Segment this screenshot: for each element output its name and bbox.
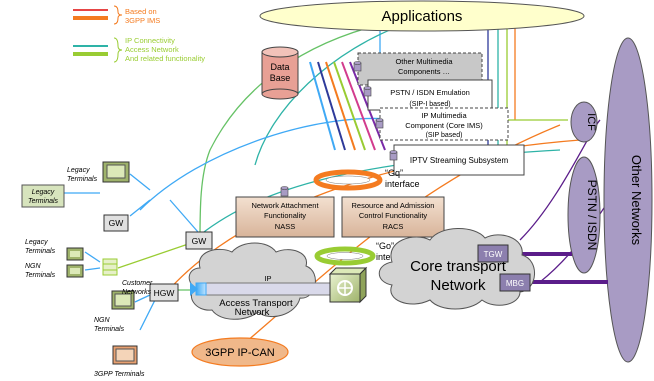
gw-left-label: GW xyxy=(109,218,124,228)
legend-green-label-3: And related functionality xyxy=(125,54,205,63)
other-networks-label: Other Networks xyxy=(629,155,644,246)
database-label-2: Base xyxy=(270,73,291,83)
customer-label-2: Networks xyxy=(122,289,152,296)
pstn-emulation-label-1: PSTN / ISDN Emulation xyxy=(390,88,470,97)
ngn-bottom-label-2: Terminals xyxy=(94,326,125,333)
go-label-1: “Go” xyxy=(376,241,394,251)
ngn-left-label-1: NGN xyxy=(25,263,42,270)
ipmm-label-3: (SIP based) xyxy=(426,132,463,139)
ngn-left-label-2: Terminals xyxy=(25,272,56,279)
core-transport-cloud: Core transport Network xyxy=(378,228,535,310)
pstn-emulation-label-2: (SIP-I based) xyxy=(409,101,450,108)
terminal-phone-legacy xyxy=(66,247,84,261)
icf-label: ICF xyxy=(585,113,597,131)
customer-label-1: Customer xyxy=(122,280,153,287)
customer-network-switch xyxy=(102,258,118,276)
gq-label-1: “Gq” xyxy=(385,168,403,178)
pstn-isdn-emulation: PSTN / ISDN Emulation (SIP-I based) xyxy=(367,79,493,111)
gq-label-2: interface xyxy=(385,179,420,189)
terminal-monitor-3gpp xyxy=(112,345,138,365)
component-db-icons xyxy=(280,61,398,197)
tgw-label: TGW xyxy=(484,250,503,259)
go-interface-ring xyxy=(314,246,376,266)
gpp-terminals-label: 3GPP Terminals xyxy=(94,371,145,378)
other-networks-ellipse: Other Networks xyxy=(603,37,653,363)
icf-ellipse: ICF xyxy=(570,101,598,143)
other-mm-label-1: Other Multimedia xyxy=(395,57,453,66)
legacy-top-label-2: Terminals xyxy=(67,176,98,183)
gq-interface-ring xyxy=(313,169,383,191)
nass-box: Network Attachment Functionality NASS xyxy=(235,196,335,238)
database-label-1: Data xyxy=(270,62,289,72)
legend-orange-label-2: 3GPP IMS xyxy=(125,16,160,25)
legacy-left-label-2: Terminals xyxy=(25,248,56,255)
pstn-isdn-ellipse: PSTN / ISDN xyxy=(567,156,601,274)
iptv-label: IPTV Streaming Subsystem xyxy=(410,156,509,165)
legacy-terminals-boxed-label: Legacy Terminals xyxy=(21,184,65,208)
access-label-1: IP xyxy=(264,274,271,283)
nass-label-2: Functionality xyxy=(264,211,306,220)
access-label-2: Access Transport xyxy=(219,298,293,309)
gw-middle-label: GW xyxy=(192,236,207,246)
terminal-monitor-top xyxy=(102,161,130,183)
legend-orange-label-1: Based on xyxy=(125,7,157,16)
legacy-boxed-1: Legacy xyxy=(32,189,55,196)
applications-label: Applications xyxy=(382,8,463,25)
legend-brace-orange xyxy=(113,5,123,25)
gpp-ipcan-ellipse: 3GPP IP-CAN xyxy=(191,337,289,367)
gateway-gw-left: GW xyxy=(103,214,129,232)
iptv-streaming-subsystem: IPTV Streaming Subsystem xyxy=(393,144,525,176)
racs-label-2: Control Functionality xyxy=(359,211,428,220)
racs-label-1: Resource and Admission xyxy=(352,201,435,210)
terminal-monitor-ngn-bottom xyxy=(111,290,135,310)
legend-green-label-2: Access Network xyxy=(125,45,179,54)
access-pipe: IP Access Transport xyxy=(190,274,331,309)
applications-ellipse xyxy=(259,0,585,32)
legend-brace-green xyxy=(113,37,123,63)
ipmm-label-1: IP Multimedia xyxy=(421,111,467,120)
racs-label-3: RACS xyxy=(383,222,404,231)
access-label-3: Network xyxy=(235,307,270,318)
ipmm-label-2: Component (Core IMS) xyxy=(405,121,483,130)
gateway-gw-middle: GW xyxy=(185,231,213,250)
nass-label-1: Network Attachment xyxy=(251,201,319,210)
gateway-hgw: HGW xyxy=(149,283,179,302)
legacy-top-label-1: Legacy xyxy=(67,167,90,174)
access-transport-cloud: Network xyxy=(188,242,316,320)
racs-box: Resource and Admission Control Functiona… xyxy=(341,196,445,238)
border-gateway-cube xyxy=(328,266,368,304)
hgw-label: HGW xyxy=(154,288,175,298)
legacy-left-label-1: Legacy xyxy=(25,239,48,246)
legend-green-label-1: IP Connectivity xyxy=(125,36,175,45)
legend: Based on 3GPP IMS IP Connectivity Access… xyxy=(73,5,205,63)
ipcan-label: 3GPP IP-CAN xyxy=(205,347,275,359)
database-cylinder: Data Base xyxy=(261,46,299,100)
mbg-node: MBG xyxy=(499,273,531,292)
other-mm-label-2: Components … xyxy=(398,67,450,76)
mbg-label: MBG xyxy=(506,279,524,288)
ngn-bottom-label-1: NGN xyxy=(94,317,111,324)
pstn-isdn-label: PSTN / ISDN xyxy=(585,180,599,251)
core-label-2: Network xyxy=(430,277,486,294)
ip-multimedia-component: IP Multimedia Component (Core IMS) (SIP … xyxy=(379,107,509,141)
terminal-phone-ngn xyxy=(66,264,84,278)
tgw-node: TGW xyxy=(477,244,509,263)
nass-label-3: NASS xyxy=(275,222,295,231)
legacy-boxed-2: Terminals xyxy=(28,198,59,205)
